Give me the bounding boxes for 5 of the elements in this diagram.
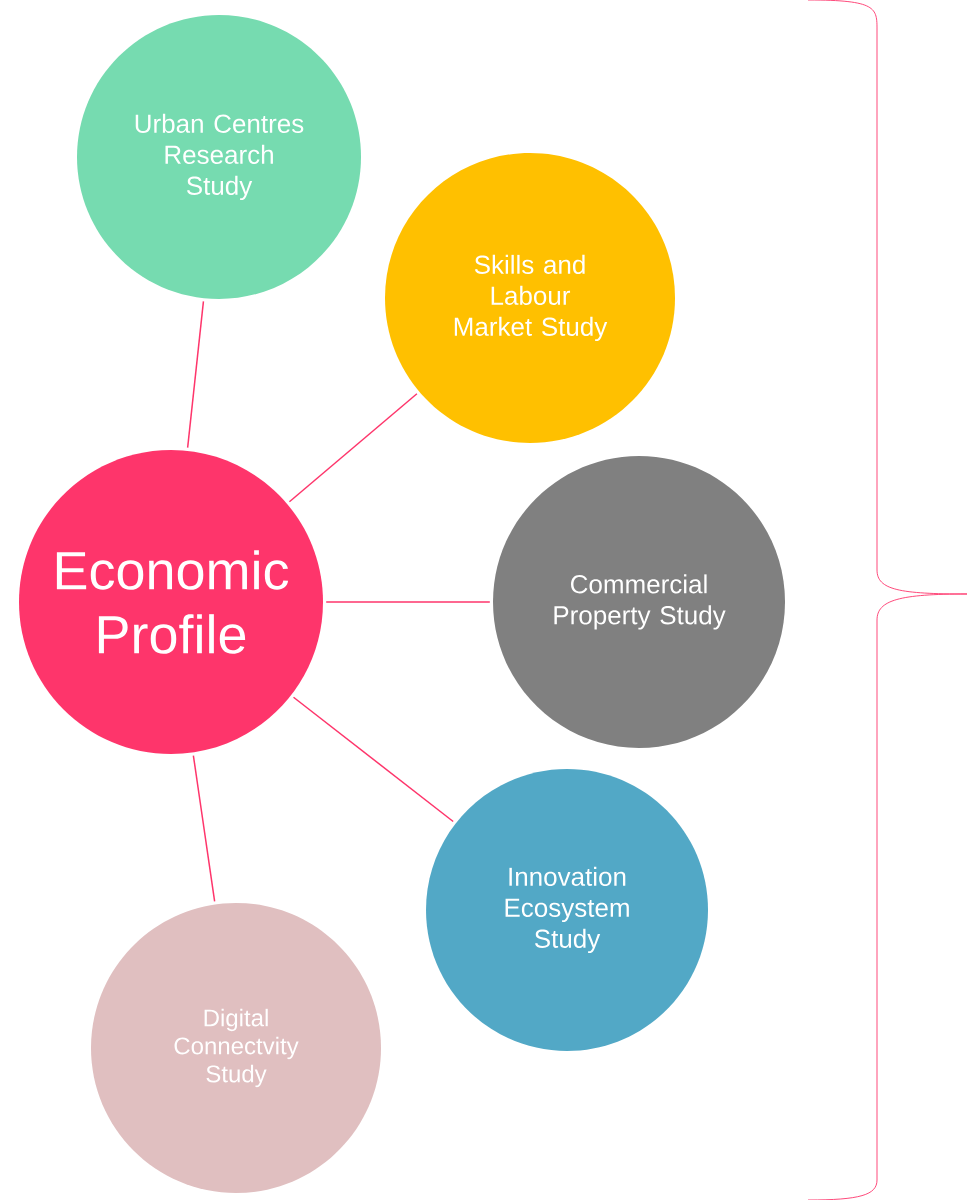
connector-line (192, 754, 216, 903)
connector-line (325, 601, 491, 603)
connector-line (292, 696, 454, 823)
connector-line (288, 393, 418, 503)
connector-line (186, 300, 205, 449)
